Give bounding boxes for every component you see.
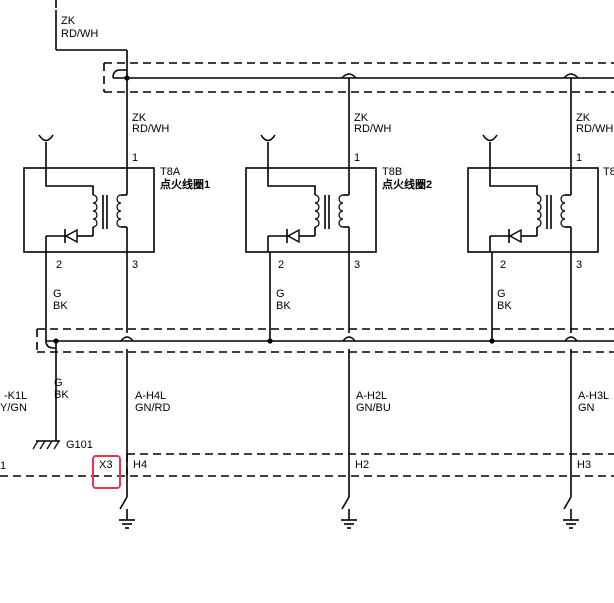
coil-2-connector-id: T8B bbox=[382, 166, 402, 178]
coil-2-feed-code: ZK bbox=[354, 112, 369, 124]
coil-1-gnd-color: BK bbox=[53, 300, 68, 312]
coil-1-gnd-code: G bbox=[53, 288, 62, 300]
top-wire-color: RD/WH bbox=[61, 28, 98, 40]
coil-3-pin-out: 3 bbox=[576, 259, 582, 271]
coil-2-feed-color: RD/WH bbox=[354, 123, 391, 135]
left-pin-number: 1 bbox=[0, 460, 6, 472]
left-edge-wire: -K1L Y/GN 1 bbox=[0, 390, 27, 472]
ignition-coil-1: ZK RD/WH 1 T8A 点火线圈1 2 3 G BK A-H4L bbox=[23, 75, 210, 529]
coil-1-connector-pin: H4 bbox=[133, 459, 147, 471]
coil-1-pin-feed: 1 bbox=[132, 152, 138, 164]
coil-3-feed-code: ZK bbox=[576, 112, 591, 124]
left-wire-color: Y/GN bbox=[0, 402, 27, 414]
coil-3-signal-color: GN bbox=[578, 402, 595, 414]
left-wire-code: -K1L bbox=[4, 390, 27, 402]
ground-branch: G BK G101 X3 bbox=[32, 341, 121, 489]
coil-1-feed-color: RD/WH bbox=[132, 123, 169, 135]
coil-3-gnd-code: G bbox=[497, 288, 506, 300]
coil-2-pin-out: 3 bbox=[354, 259, 360, 271]
ignition-coil-2: ZK RD/WH 1 T8B 点火线圈2 2 3 G BK A-H2L GN/B… bbox=[245, 78, 432, 529]
coil-2-signal-code: A-H2L bbox=[356, 390, 387, 402]
ground-id-label: G101 bbox=[66, 439, 93, 451]
coil-2-gnd-color: BK bbox=[276, 300, 291, 312]
coil-3-feed-color: RD/WH bbox=[576, 123, 613, 135]
top-wire-code: ZK bbox=[61, 15, 76, 27]
coil-3-connector-id: T8 bbox=[603, 166, 614, 178]
coil-2-signal-color: GN/BU bbox=[356, 402, 391, 414]
coil-1-pin-out: 3 bbox=[132, 259, 138, 271]
coil-1-signal-color: GN/RD bbox=[135, 402, 171, 414]
coil-1-pin-gnd: 2 bbox=[56, 259, 62, 271]
coil-1-feed-code: ZK bbox=[132, 112, 147, 124]
coil-1-name: 点火线圈1 bbox=[160, 177, 210, 191]
ground-branch-code: G bbox=[54, 377, 63, 389]
ignition-coil-3: ZK RD/WH 1 T8 2 3 G BK A-H3L GN H3 bbox=[467, 78, 614, 529]
top-splice-bus bbox=[103, 62, 614, 93]
coil-3-signal-code: A-H3L bbox=[578, 390, 609, 402]
ground-splice-bus bbox=[36, 328, 614, 353]
ground-branch-color: BK bbox=[54, 389, 69, 401]
coil-3-pin-feed: 1 bbox=[576, 152, 582, 164]
coil-2-gnd-code: G bbox=[276, 288, 285, 300]
connector-x3-highlight bbox=[92, 455, 121, 489]
coil-2-name: 点火线圈2 bbox=[382, 177, 432, 191]
coil-1-signal-code: A-H4L bbox=[135, 390, 166, 402]
connector-pin-x3: X3 bbox=[99, 459, 112, 471]
coil-3-pin-gnd: 2 bbox=[500, 259, 506, 271]
coil-3-gnd-color: BK bbox=[497, 300, 512, 312]
coil-1-connector-id: T8A bbox=[160, 166, 181, 178]
coil-2-connector-pin: H2 bbox=[355, 459, 369, 471]
coil-3-connector-pin: H3 bbox=[577, 459, 591, 471]
coil-2-pin-feed: 1 bbox=[354, 152, 360, 164]
top-feed-wire: ZK RD/WH bbox=[55, 0, 128, 75]
coil-2-pin-gnd: 2 bbox=[278, 259, 284, 271]
